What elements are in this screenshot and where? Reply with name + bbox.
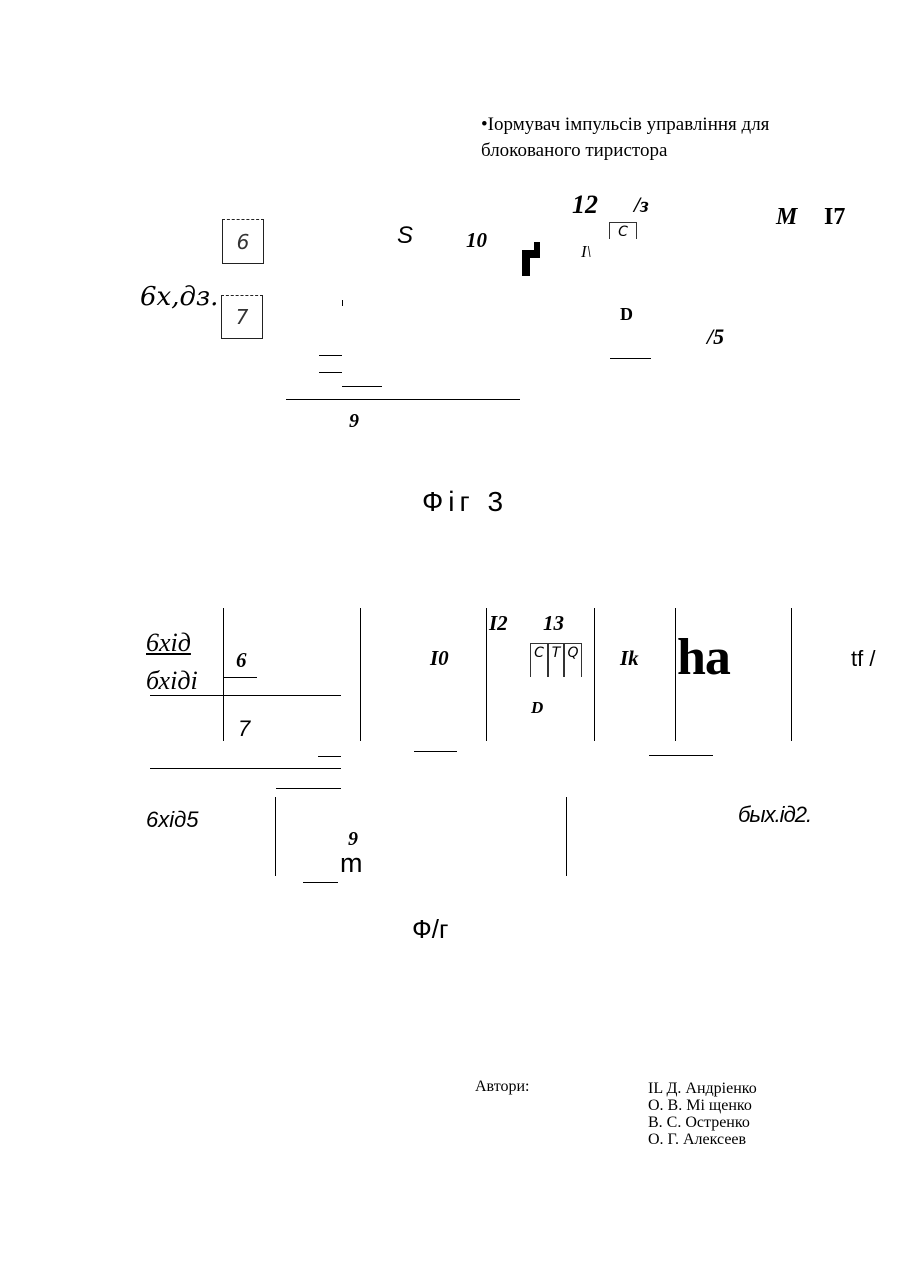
fig3-line (319, 372, 342, 373)
fig3-label-S: S (397, 222, 413, 250)
author-name: О. Г. Алексеев (648, 1131, 757, 1148)
fig4-line (223, 677, 257, 678)
fig4-label-13: 13 (543, 611, 564, 636)
fig4-vline (275, 797, 276, 876)
fig3-line (319, 355, 342, 356)
fig3-line (342, 386, 382, 387)
title-line-1: •Iормувач імпульсів управління для (481, 112, 769, 138)
fig4-cell-T: T (548, 643, 564, 677)
fig4-input-5: 6хід5 (146, 807, 199, 833)
fig4-line (150, 768, 341, 769)
fig3-block-7: 7 (221, 295, 263, 339)
fig4-line (318, 756, 341, 757)
fig3-block-6: 6 (222, 219, 264, 264)
fig4-label-10: I0 (430, 646, 449, 671)
title-line-2: блокованого тиристора (481, 138, 769, 164)
fig4-input-1: 6хід (146, 628, 191, 658)
fig3-cell-C: C (609, 222, 637, 239)
fig3-label-15: /5 (707, 324, 724, 350)
fig3-label-17: I7 (824, 204, 845, 231)
fig4-caption: Ф/г (412, 914, 448, 945)
fig4-label-m: m (340, 848, 363, 879)
fig4-vline (360, 608, 361, 741)
fig3-line (286, 399, 520, 400)
fig4-vline (486, 608, 487, 741)
fig4-line (276, 788, 341, 789)
fig4-label-Ik: Ik (620, 646, 639, 671)
authors-list: IL Д. Андріенко О. В. Мі щенко В. С. Ост… (648, 1080, 757, 1148)
fig4-input-2: бхіді (146, 666, 198, 696)
fig4-cell-C: C (530, 643, 548, 677)
fig4-line (303, 882, 338, 883)
fig4-label-7: 7 (238, 716, 250, 742)
fig3-tick (342, 300, 343, 306)
fig4-vline (791, 608, 792, 741)
fig4-label-6: 6 (236, 648, 247, 673)
fig4-cell-Q: Q (564, 643, 582, 677)
fig3-label-13: /з (634, 192, 649, 218)
document-title: •Iормувач імпульсів управління для блоко… (481, 112, 769, 164)
fig4-vline (594, 608, 595, 741)
fig3-label-10: 10 (466, 228, 487, 253)
fig3-caption: Фіг 3 (422, 486, 508, 518)
fig4-label-12: I2 (489, 611, 508, 636)
fig4-label-D: D (531, 698, 543, 718)
fig3-block-mark (522, 242, 542, 276)
fig4-line (414, 751, 457, 752)
fig4-vline (566, 797, 567, 876)
fig3-label-I: I\ (581, 242, 591, 262)
author-name: В. С. Остренко (648, 1114, 757, 1131)
fig4-label-ha: ha (677, 628, 730, 687)
fig4-line (649, 755, 713, 756)
fig3-line (610, 358, 651, 359)
authors-label: Автори: (475, 1078, 530, 1096)
author-name: О. В. Мі щенко (648, 1097, 757, 1114)
fig4-label-tf: tf / (851, 646, 875, 672)
fig4-output-2: быx.iд2. (738, 802, 811, 828)
fig4-vline (675, 608, 676, 741)
fig3-label-M: M (776, 204, 797, 231)
fig3-label-9: 9 (349, 410, 359, 433)
fig4-vline (223, 608, 224, 741)
fig3-label-12: 12 (572, 190, 598, 220)
fig3-input-label: 6х,дз. (140, 282, 218, 312)
author-name: IL Д. Андріенко (648, 1080, 757, 1097)
fig3-label-D: D (620, 304, 633, 325)
fig4-line (150, 695, 341, 696)
